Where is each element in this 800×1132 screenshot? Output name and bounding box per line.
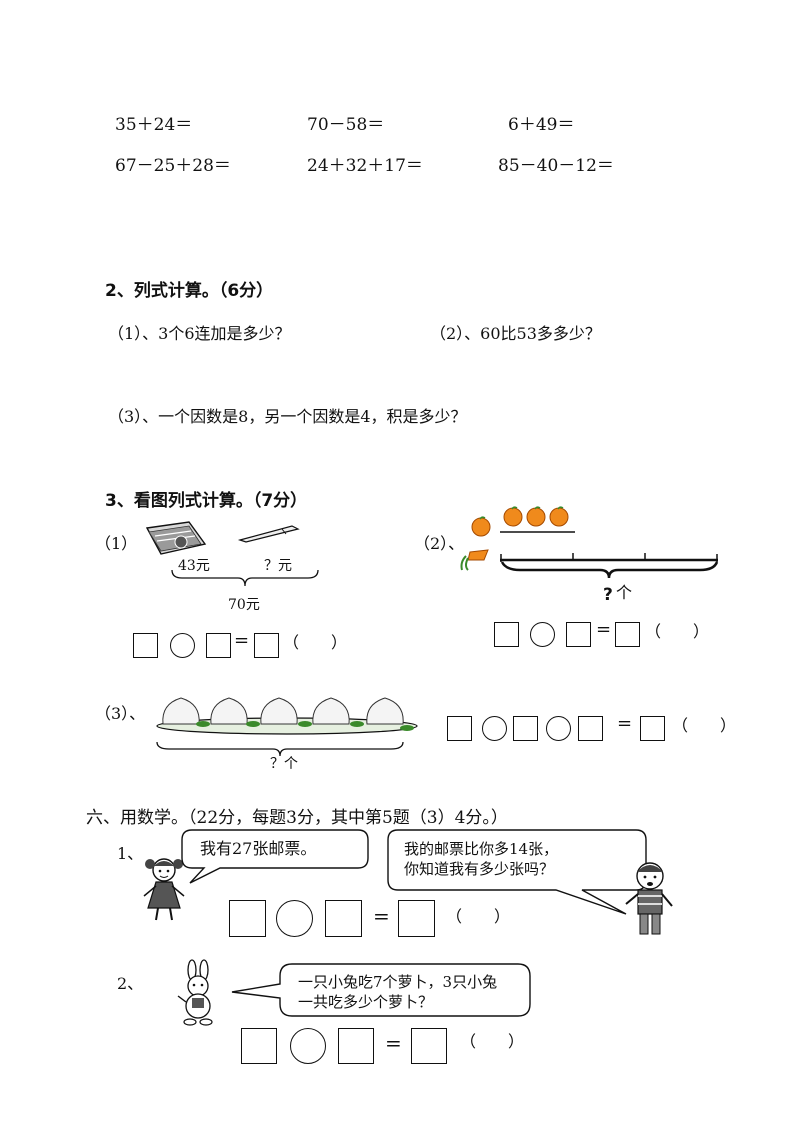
- buns-plate-icon: [156, 697, 418, 735]
- s6-q2-circle[interactable]: [290, 1028, 326, 1064]
- p1-right-price: ？元: [264, 558, 292, 574]
- p1-answer-paren[interactable]: （ ）: [283, 633, 348, 652]
- calc-5: 24＋32＋17＝: [307, 156, 423, 176]
- p1-left-price: 43元: [178, 558, 210, 574]
- section2-q2: （2）、60比53多多少？: [430, 324, 601, 343]
- s6-q2-label: 2、: [117, 974, 144, 993]
- orange-icon: [471, 516, 491, 537]
- p3-box-result[interactable]: [640, 716, 665, 741]
- p1-box-1[interactable]: [133, 633, 158, 658]
- p2-answer-paren[interactable]: （ ）: [645, 622, 710, 641]
- section2-q1: （1）、3个6连加是多少？: [108, 324, 291, 343]
- orange-icon: [549, 506, 569, 527]
- p2-total: 个: [616, 583, 633, 602]
- p1-box-result[interactable]: [254, 633, 279, 658]
- calc-4: 67－25＋28＝: [115, 156, 231, 176]
- p1-circle[interactable]: [170, 633, 195, 658]
- p3-box-2[interactable]: [513, 716, 538, 741]
- s6-q2-box-1[interactable]: [241, 1028, 277, 1064]
- s6-q1-circle[interactable]: [276, 900, 313, 937]
- p3-box-1[interactable]: [447, 716, 472, 741]
- s6-q1-answer-paren[interactable]: （ ）: [446, 907, 511, 926]
- p3-answer-paren[interactable]: （ ）: [672, 716, 737, 735]
- p1-box-2[interactable]: [206, 633, 231, 658]
- section2-title: 2、列式计算。（6分）: [105, 281, 274, 301]
- s6-q2-answer-paren[interactable]: （ ）: [460, 1032, 525, 1051]
- p2-box-1[interactable]: [494, 622, 519, 647]
- boy-icon: [625, 862, 673, 935]
- s6-q1-box-2[interactable]: [325, 900, 362, 937]
- rabbit-speech-bubble: [231, 963, 531, 1017]
- s6-q1-box-1[interactable]: [229, 900, 266, 937]
- s6-q1-equals: =: [373, 904, 390, 928]
- rabbit-speech-line1: 一只小兔吃7个萝卜，3只小兔: [298, 973, 498, 991]
- p2-label: （2）、: [414, 534, 465, 553]
- s6-q2-equals: =: [385, 1031, 402, 1055]
- calc-1: 35＋24＝: [115, 115, 193, 135]
- boy-speech-line2: 你知道我有多少张吗？: [404, 860, 555, 878]
- p1-equals: =: [234, 630, 250, 651]
- p2-segment-brace: [500, 553, 719, 579]
- p3-circle-1[interactable]: [482, 716, 507, 741]
- rabbit-speech-line2: 一共吃多少个萝卜？: [298, 993, 434, 1011]
- p3-total: ？个: [270, 756, 298, 772]
- girl-speech-text: 我有27张邮票。: [200, 839, 317, 858]
- girl-icon: [143, 858, 185, 921]
- s6-q2-box-2[interactable]: [338, 1028, 374, 1064]
- p2-box-2[interactable]: [566, 622, 591, 647]
- girl-speech-bubble: [181, 829, 369, 884]
- pen-icon: [237, 525, 300, 543]
- p2-equals: =: [596, 619, 612, 640]
- orange-icon: [526, 506, 546, 527]
- s6-q1-box-result[interactable]: [398, 900, 435, 937]
- rabbit-icon: [177, 959, 213, 1026]
- book-icon: [145, 521, 207, 555]
- p2-box-result[interactable]: [615, 622, 640, 647]
- boy-speech-bubble: [387, 829, 647, 915]
- section6-title: 六、用数学。（22分，每题3分，其中第5题（3）4分。）: [86, 808, 508, 828]
- p3-circle-2[interactable]: [546, 716, 571, 741]
- calc-6: 85－40－12＝: [498, 156, 614, 176]
- section2-q3: （3）、一个因数是8，另一个因数是4，积是多少？: [108, 407, 467, 426]
- calc-2: 70－58＝: [307, 115, 385, 135]
- carrot-icon: [460, 549, 489, 571]
- orange-group-bar: [500, 531, 575, 533]
- p2-circle[interactable]: [530, 622, 555, 647]
- s6-q1-label: 1、: [117, 844, 144, 863]
- p3-box-3[interactable]: [578, 716, 603, 741]
- p3-brace: [156, 741, 404, 757]
- s6-q2-box-result[interactable]: [411, 1028, 447, 1064]
- p1-label: （1）: [95, 534, 138, 553]
- orange-icon: [503, 506, 523, 527]
- p2-question-mark: ?: [603, 585, 613, 605]
- boy-speech-line1: 我的邮票比你多14张，: [404, 840, 559, 858]
- p1-brace: [171, 569, 319, 587]
- calc-3: 6＋49＝: [508, 115, 575, 135]
- p1-total: 70元: [228, 597, 260, 613]
- p3-equals: =: [617, 713, 633, 734]
- p3-label: （3）、: [95, 704, 146, 723]
- section3-title: 3、看图列式计算。（7分）: [105, 491, 308, 511]
